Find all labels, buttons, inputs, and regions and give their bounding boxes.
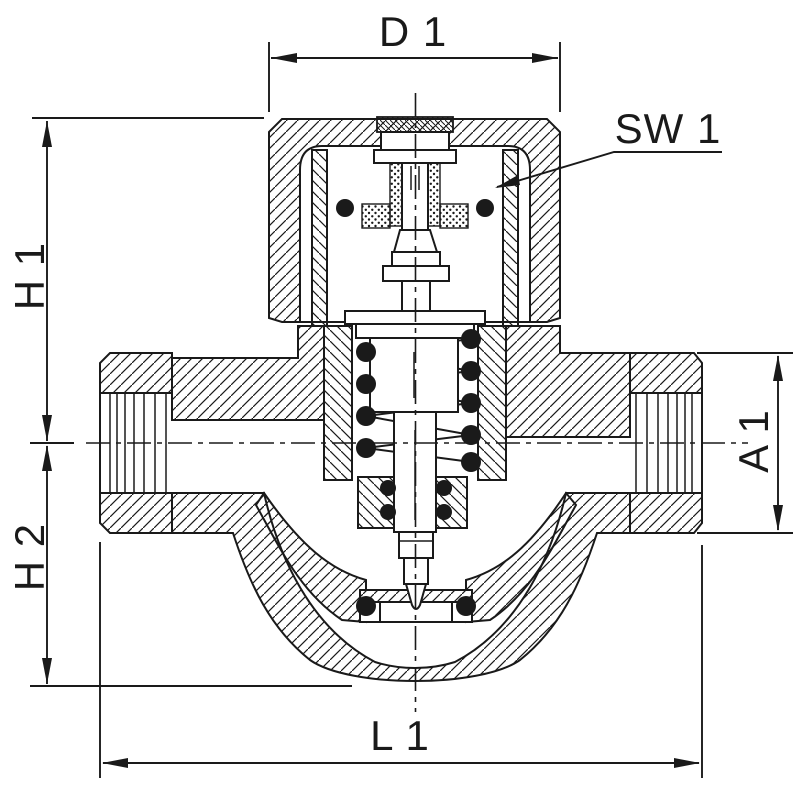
dimension-sw1: SW 1 xyxy=(495,105,722,188)
bonnet-assembly xyxy=(268,116,561,327)
dim-label-a1: A 1 xyxy=(730,409,777,473)
bonnet-ring xyxy=(268,118,561,323)
seat-oring-right xyxy=(456,596,476,616)
cartridge-block-left xyxy=(361,203,391,229)
neck-left xyxy=(171,325,325,421)
seat-bridge-left xyxy=(254,491,367,624)
dimension-h1: H 1 xyxy=(6,117,264,444)
dimension-h2: H 2 xyxy=(6,445,352,687)
cartridge-block-right xyxy=(439,203,469,229)
dimension-d1: D 1 xyxy=(268,8,561,112)
chamber-wall-left xyxy=(323,325,353,481)
stem-slot xyxy=(410,166,420,190)
gland-seal-rings xyxy=(380,480,452,520)
seat-bridge-right xyxy=(465,491,578,624)
dim-label-l1: L 1 xyxy=(370,712,430,759)
port-left-bottom xyxy=(99,492,173,534)
cartridge-column-right xyxy=(427,162,441,227)
dim-label-d1: D 1 xyxy=(379,8,447,55)
gland-sleeve-left xyxy=(311,149,328,327)
port-left-top xyxy=(99,352,173,394)
dim-label-h2: H 2 xyxy=(6,523,53,591)
dimension-l1: L 1 xyxy=(99,542,703,778)
spring-wire-sections xyxy=(356,329,481,472)
neck-right xyxy=(505,325,631,438)
cartridge-column-left xyxy=(389,162,403,227)
seat-oring-left xyxy=(356,596,376,616)
dim-label-sw1: SW 1 xyxy=(615,105,722,152)
port-right-bottom xyxy=(629,492,703,534)
bonnet-oring-right xyxy=(476,199,494,217)
gland-sleeve-right xyxy=(502,149,519,327)
centerlines xyxy=(86,93,748,712)
dimension-a1: A 1 xyxy=(697,352,793,534)
port-right-top xyxy=(629,352,703,394)
dim-label-h1: H 1 xyxy=(6,242,53,310)
chamber-wall-right xyxy=(477,325,507,481)
bonnet-oring-left xyxy=(336,199,354,217)
